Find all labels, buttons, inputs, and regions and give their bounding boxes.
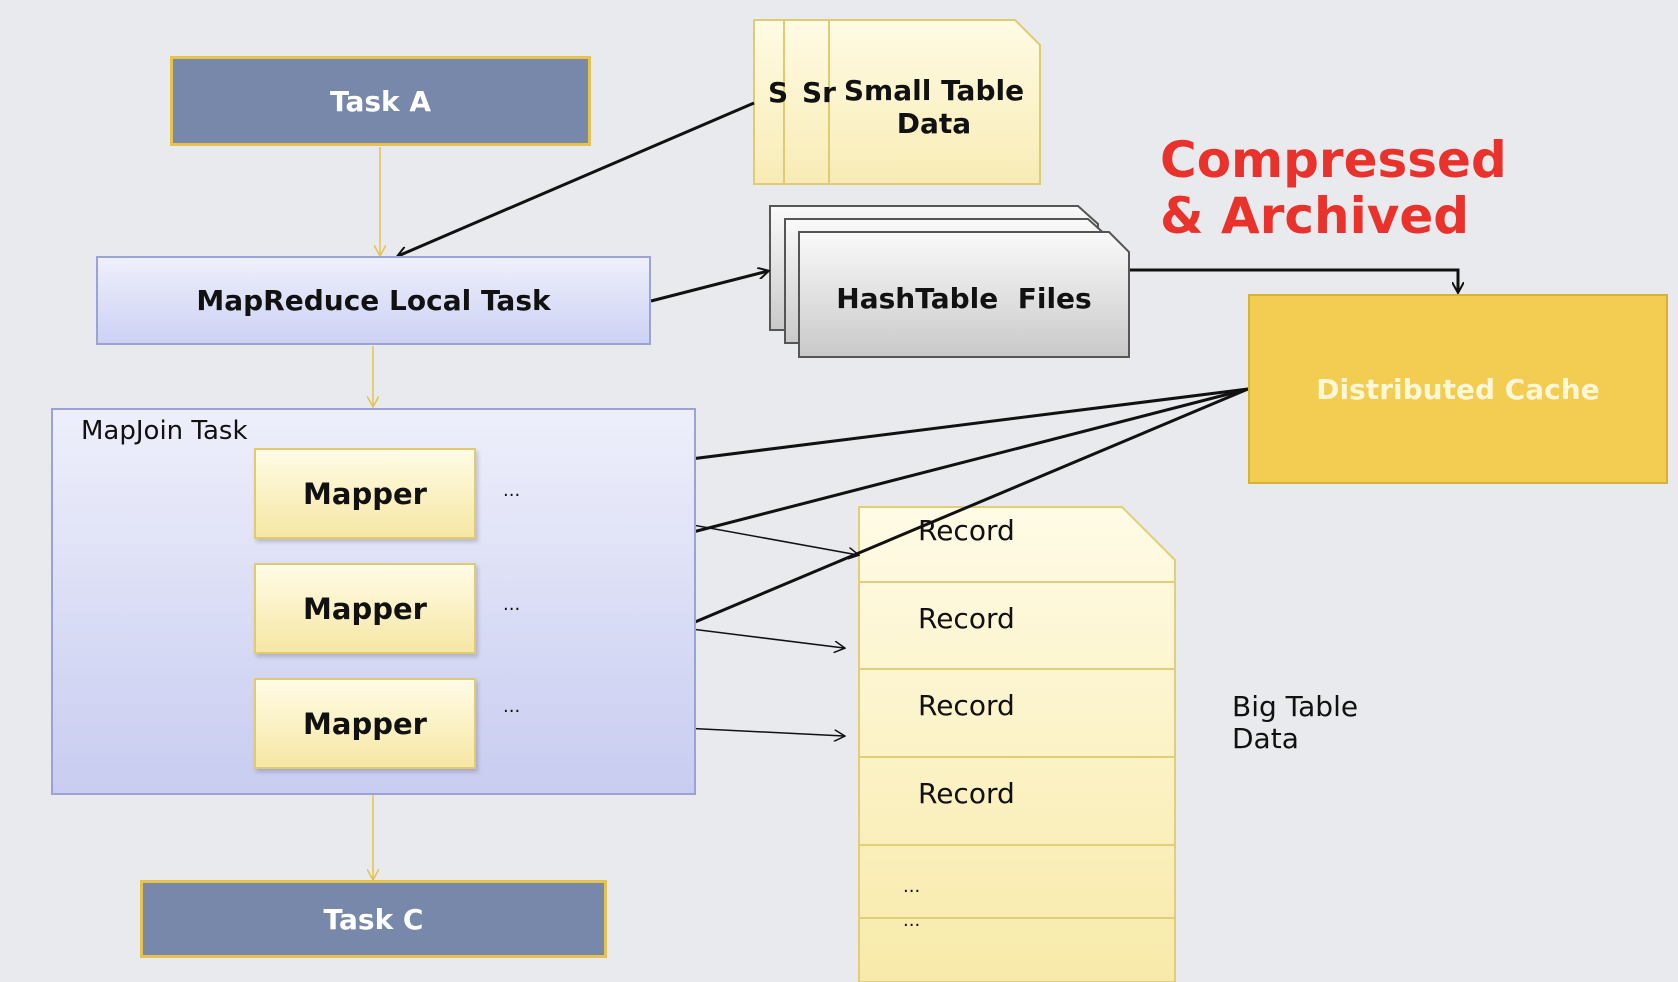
mapper-2-label: Mapper <box>303 591 427 626</box>
big-table-document <box>858 506 1176 982</box>
small-table-back-label-1: S <box>768 76 789 109</box>
compressed-archived-headline: Compressed & Archived <box>1160 132 1507 244</box>
record-more-2: ... <box>903 910 921 931</box>
record-1: Record <box>918 514 1015 547</box>
small-table-title: Small Table Data <box>836 74 1032 140</box>
headline-line-2: & Archived <box>1160 187 1470 245</box>
headline-line-1: Compressed <box>1160 131 1507 189</box>
big-table-data-label: Big Table Data <box>1232 691 1358 755</box>
record-3: Record <box>918 689 1015 722</box>
mapper-2-ellipsis: ... <box>503 594 521 615</box>
hashtable-sheet-3 <box>798 231 1130 358</box>
flow-arrows <box>373 147 380 879</box>
mapreduce-local-task-box: MapReduce Local Task <box>96 256 651 345</box>
task-c-box: Task C <box>140 880 607 958</box>
mapper-2: Mapper <box>254 563 476 654</box>
record-2: Record <box>918 602 1015 635</box>
distributed-cache-box: Distributed Cache <box>1248 294 1668 484</box>
task-a-box: Task A <box>170 56 591 146</box>
mapper-1-ellipsis: ... <box>503 480 521 501</box>
mapper-1-label: Mapper <box>303 476 427 511</box>
task-a-label: Task A <box>329 84 432 118</box>
small-table-back-label-2: Sr <box>802 76 836 109</box>
mapreduce-local-task-label: MapReduce Local Task <box>196 284 551 317</box>
mapper-3: Mapper <box>254 678 476 769</box>
mapjoin-task-label: MapJoin Task <box>81 416 248 446</box>
mapper-1: Mapper <box>254 448 476 539</box>
small-table-sheet-3 <box>828 19 1041 185</box>
mapper-3-ellipsis: ... <box>503 696 521 717</box>
hashtable-stack <box>769 205 1130 358</box>
record-4: Record <box>918 777 1015 810</box>
small-table-line-2: Data <box>896 107 972 140</box>
small-table-line-1: Small Table <box>843 74 1025 107</box>
record-more-1: ... <box>903 876 921 897</box>
small-table-stack <box>753 19 1041 185</box>
big-table-label-line-2: Data <box>1232 722 1299 755</box>
hashtable-files-label: HashTable Files <box>836 282 1092 315</box>
mapper-3-label: Mapper <box>303 706 427 741</box>
distributed-cache-label: Distributed Cache <box>1316 372 1600 406</box>
big-table-label-line-1: Big Table <box>1232 690 1359 723</box>
task-c-label: Task C <box>323 902 424 936</box>
